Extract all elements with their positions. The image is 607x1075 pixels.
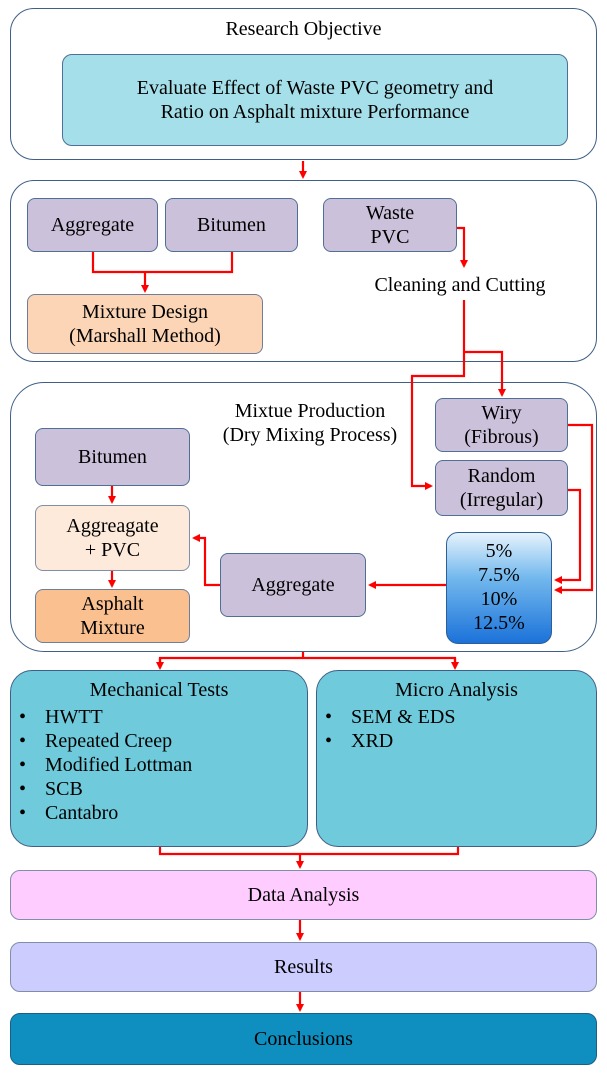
objective-statement-box: Evaluate Effect of Waste PVC geometry an… [62, 54, 568, 146]
list-item: XRD [317, 729, 596, 753]
aggregate-pvc-line2: + PVC [84, 539, 141, 561]
mixture-production-title: Mixtue Production (Dry Mixing Process) [200, 396, 420, 450]
list-item: Modified Lottman [11, 753, 307, 777]
mechanical-tests-box: Mechanical Tests HWTT Repeated Creep Mod… [10, 670, 308, 847]
arrow-waste-pvc-to-cleaning [457, 226, 468, 268]
arrow-to-wiry [464, 350, 506, 397]
ratio-5: 5% [485, 540, 513, 562]
mechanical-tests-title: Mechanical Tests [89, 679, 229, 701]
asphalt-mixture-line2: Mixture [80, 617, 145, 639]
bitumen-box: Bitumen [165, 198, 298, 252]
wiry-line1: Wiry [481, 402, 522, 424]
random-line2: (Irregular) [459, 489, 544, 511]
conclusions-box: Conclusions [10, 1013, 597, 1065]
results-box: Results [10, 942, 597, 992]
aggregate-pvc-box: Aggreagate + PVC [35, 505, 190, 571]
arrow-aggregate-bitumen-to-design [91, 252, 234, 274]
random-irregular-box: Random (Irregular) [435, 460, 568, 516]
arrow-production-branch [158, 656, 457, 667]
random-line1: Random [467, 465, 536, 487]
waste-pvc-box: Waste PVC [323, 198, 457, 252]
wiry-line2: (Fibrous) [464, 426, 539, 448]
mixture-design-line2: (Marshall Method) [69, 325, 221, 347]
micro-analysis-title: Micro Analysis [395, 679, 518, 701]
list-item: SEM & EDS [317, 705, 596, 729]
mixture-design-box: Mixture Design (Marshall Method) [27, 294, 263, 354]
waste-pvc-line2: PVC [370, 226, 410, 248]
list-item: Repeated Creep [11, 729, 307, 753]
arrow-cleaning-split [410, 300, 466, 490]
wiry-fibrous-box: Wiry (Fibrous) [435, 398, 568, 452]
waste-pvc-line1: Waste [365, 202, 415, 224]
mixture-production-title-line1: Mixtue Production [234, 400, 386, 422]
production-aggregate-box: Aggregate [220, 553, 366, 617]
aggregate-pvc-line1: Aggreagate [66, 515, 159, 537]
objective-statement-line1: Evaluate Effect of Waste PVC geometry an… [136, 77, 494, 99]
aggregate-box: Aggregate [27, 198, 158, 252]
asphalt-mixture-line1: Asphalt [81, 593, 144, 615]
micro-analysis-list: SEM & EDS XRD [317, 705, 596, 753]
arrow-aggregate-to-aggregate-pvc [192, 534, 220, 587]
arrow-wiry-to-ratio [554, 423, 594, 594]
ratio-12-5: 12.5% [473, 612, 525, 634]
asphalt-mixture-box: Asphalt Mixture [35, 589, 190, 643]
data-analysis-box: Data Analysis [10, 870, 597, 920]
mixture-production-title-line2: (Dry Mixing Process) [222, 424, 398, 446]
micro-analysis-box: Micro Analysis SEM & EDS XRD [316, 670, 597, 847]
arrow-tests-merge [158, 847, 460, 856]
production-bitumen-box: Bitumen [35, 428, 190, 486]
objective-statement-line2: Ratio on Asphalt mixture Performance [160, 101, 470, 123]
pvc-ratio-box: 5% 7.5% 10% 12.5% [446, 532, 552, 644]
ratio-7-5: 7.5% [478, 564, 520, 586]
mechanical-tests-list: HWTT Repeated Creep Modified Lottman SCB… [11, 705, 307, 825]
list-item: Cantabro [11, 801, 307, 825]
arrow-random-to-ratio [554, 488, 582, 584]
list-item: SCB [11, 777, 307, 801]
cleaning-cutting-label: Cleaning and Cutting [374, 274, 546, 296]
list-item: HWTT [11, 705, 307, 729]
mixture-design-line1: Mixture Design [81, 301, 209, 323]
ratio-10: 10% [480, 588, 518, 610]
research-objective-title: Research Objective [225, 18, 382, 40]
